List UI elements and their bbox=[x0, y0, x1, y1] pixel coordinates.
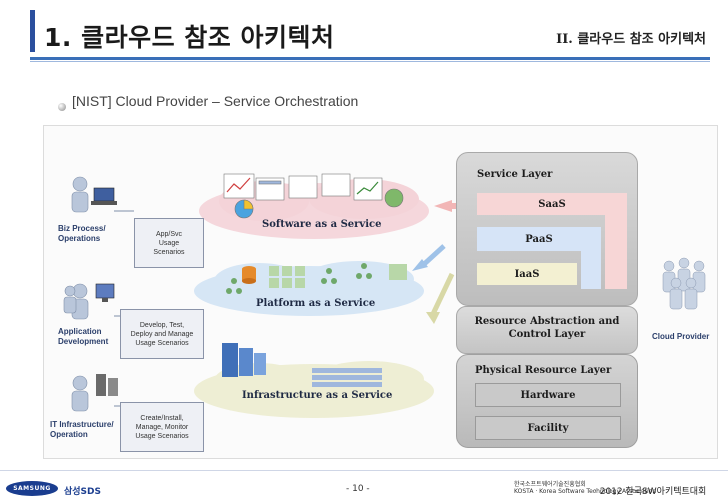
saas-box-leg bbox=[605, 215, 627, 289]
actor-label-line: IT Infrastructure/ bbox=[50, 420, 114, 429]
paas-cloud-label: Platform as a Service bbox=[256, 298, 376, 309]
actor-label-line: Application bbox=[58, 327, 102, 336]
footer-divider bbox=[0, 470, 728, 471]
org-logo: 한국소프트웨어기술진흥협회 KOSTA · Korea Software Tec… bbox=[514, 481, 656, 495]
paas-label: PaaS bbox=[525, 233, 553, 245]
saas-cloud-label: Software as a Service bbox=[262, 219, 382, 230]
page-number: - 10 - bbox=[346, 484, 370, 494]
iaas-label: IaaS bbox=[514, 268, 540, 280]
usage-text: App/Svc bbox=[155, 230, 183, 238]
resource-abstraction-layer: Resource Abstraction and Control Layer bbox=[456, 306, 638, 354]
usage-text: Create/Install, bbox=[140, 414, 184, 422]
facility-label: Facility bbox=[527, 422, 569, 434]
actor-label-it: IT Infrastructure/ Operation bbox=[50, 420, 114, 440]
paas-box: PaaS bbox=[477, 227, 601, 251]
usage-text: Scenarios bbox=[153, 248, 185, 256]
page-title: 1. 클라우드 참조 아키텍처 bbox=[44, 23, 335, 52]
database-icon bbox=[242, 266, 256, 284]
conference-name: · 2012 한국SW아키텍트대회 bbox=[594, 487, 707, 497]
service-layer: Service Layer SaaS PaaS IaaS bbox=[456, 152, 638, 306]
usage-text: Usage Scenarios bbox=[135, 432, 189, 440]
sds-logo-text: 삼성SDS bbox=[64, 487, 101, 497]
arrow-icon bbox=[412, 200, 458, 324]
person-icon bbox=[63, 176, 89, 412]
app-window-icon bbox=[223, 173, 404, 219]
iaas-box: IaaS bbox=[477, 263, 577, 285]
hardware-label: Hardware bbox=[520, 389, 576, 401]
hardware-box: Hardware bbox=[475, 383, 621, 407]
saas-label: SaaS bbox=[538, 198, 566, 210]
usage-text: Usage bbox=[158, 239, 180, 247]
actor-label-line: Development bbox=[58, 337, 109, 346]
laptop-icon bbox=[91, 187, 117, 205]
physical-resource-layer: Physical Resource Layer Hardware Facilit… bbox=[456, 354, 638, 448]
title-accent-bar bbox=[30, 10, 35, 52]
title-divider bbox=[30, 57, 710, 60]
bullet-icon bbox=[58, 103, 66, 111]
actor-label-biz: Biz Process/ Operations bbox=[58, 224, 106, 244]
saas-box: SaaS bbox=[477, 193, 627, 215]
title-divider-thin bbox=[30, 61, 710, 62]
usage-box-biz: App/Svc Usage Scenarios bbox=[134, 218, 204, 268]
physical-layer-title: Physical Resource Layer bbox=[475, 365, 612, 376]
org-name-kr: 한국소프트웨어기술진흥협회 bbox=[514, 481, 586, 488]
cloud-provider-label: Cloud Provider bbox=[652, 332, 710, 341]
usage-text: Usage Scenarios bbox=[135, 339, 189, 347]
usage-box-it: Create/Install, Manage, Monitor Usage Sc… bbox=[120, 402, 204, 452]
usage-text: Manage, Monitor bbox=[135, 423, 189, 431]
actor-label-line: Operations bbox=[58, 234, 101, 243]
usage-text: Deploy and Manage bbox=[130, 330, 194, 338]
usage-box-appdev: Develop, Test, Deploy and Manage Usage S… bbox=[120, 309, 204, 359]
section-title: II. 클라우드 참조 아키텍처 bbox=[556, 32, 706, 47]
monitor-icon bbox=[95, 283, 115, 302]
rac-line: Resource Abstraction and bbox=[474, 316, 620, 327]
diagram-art bbox=[63, 173, 706, 418]
rac-line: Control Layer bbox=[508, 329, 586, 340]
org-name-en: KOSTA · Korea Software Technology Associ… bbox=[514, 488, 657, 495]
actor-label-line: Biz Process/ bbox=[58, 224, 106, 233]
server-rack-icon bbox=[222, 343, 382, 387]
service-layer-title: Service Layer bbox=[477, 169, 553, 180]
iaas-cloud-label: Infrastructure as a Service bbox=[242, 390, 393, 401]
cloud-provider-people-icon bbox=[662, 257, 706, 310]
actor-label-appdev: Application Development bbox=[58, 327, 108, 347]
facility-box: Facility bbox=[475, 416, 621, 440]
actor-label-line: Operation bbox=[50, 430, 88, 439]
slide-subtitle: [NIST] Cloud Provider – Service Orchestr… bbox=[72, 93, 359, 109]
server-icon bbox=[96, 374, 118, 396]
node-graph-icon bbox=[226, 263, 407, 294]
usage-text: Develop, Test, bbox=[139, 321, 185, 329]
samsung-logo: SAMSUNG bbox=[6, 481, 58, 496]
paas-box-leg bbox=[581, 251, 601, 289]
